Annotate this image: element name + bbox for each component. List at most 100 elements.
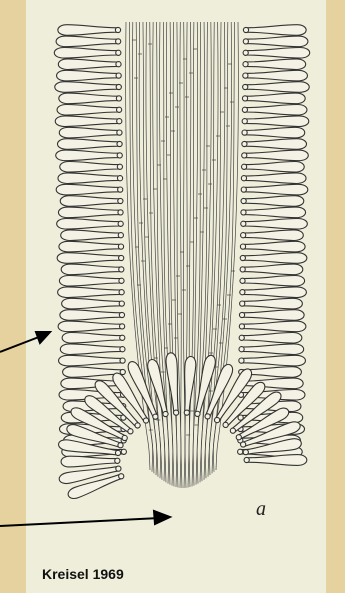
cell-node [239,358,244,363]
cell-node [240,301,245,306]
cell-node [241,442,246,447]
cell-node [240,255,245,260]
cell-node [117,176,122,181]
cell-node [116,96,121,101]
basidium-cell [58,25,118,36]
basidium-cell [62,333,122,344]
figure-caption: Kreisel 1969 [42,566,124,582]
basidium-cell [59,93,119,104]
basidium-cell [55,82,119,93]
basidium-cell [244,196,304,207]
cell-node [242,107,247,112]
basidium-cell [246,36,308,47]
cell-node [118,210,123,215]
basidium-cell [242,333,302,344]
cell-node [243,450,248,455]
cell-node [115,458,120,463]
cell-node [117,107,122,112]
basidium-cell [242,321,306,332]
hypha-strand [177,22,181,488]
cell-node [242,153,247,158]
cell-node [119,278,124,283]
basidium-cell [57,253,121,264]
cell-node [236,435,241,440]
cell-node [244,457,249,462]
cell-node [243,27,248,32]
basidium-cell [59,127,119,138]
cell-node [117,130,122,135]
basidium-cell [58,287,122,298]
basidium-cell [243,241,305,252]
cell-node [120,347,125,352]
cell-node [119,312,124,317]
basidium-cell [245,70,307,81]
cell-node [118,198,123,203]
basidium-cell [246,48,310,59]
basidium-cell [247,455,307,466]
cell-node [195,411,200,416]
cell-node [117,141,122,146]
cell-node [128,429,133,434]
hypha-strand [185,22,187,488]
basidium-cell [241,355,305,366]
cell-node [135,423,140,428]
basidium-cell [60,196,120,207]
hypha-strand [183,22,185,488]
panel-label: a [256,498,266,521]
basidium-cell [60,344,122,355]
basidium-cell [57,105,119,116]
basidium-cell [60,310,122,321]
cell-node [116,39,121,44]
basidium-cell [58,207,120,218]
cell-node [118,233,123,238]
cell-node [121,449,126,454]
cell-node [153,414,158,419]
cell-node [116,50,121,55]
cell-node [243,62,248,67]
cell-node [238,449,243,454]
cell-node [119,301,124,306]
cell-node [119,290,124,295]
basidium-cell [243,253,307,264]
cell-node [240,244,245,249]
cell-node [118,221,123,226]
cell-node [115,27,120,32]
cell-node [243,39,248,44]
cell-node [242,141,247,146]
cell-node [241,176,246,181]
cell-node [239,335,244,340]
cell-node [230,428,235,433]
basidium-cell [55,116,119,127]
basidium-cell [244,184,308,195]
cell-node [239,312,244,317]
cell-node [242,164,247,169]
cell-node [118,244,123,249]
basidium-cell [61,230,121,241]
basidium-cell [245,116,309,127]
cell-node [205,414,210,419]
basidium-cell [245,127,305,138]
cell-node [239,324,244,329]
cell-node [241,210,246,215]
basidium-cell [244,150,308,161]
basidium-cell [61,264,121,275]
cell-node [242,96,247,101]
cell-node [118,187,123,192]
cell-node [120,358,125,363]
cell-node [240,290,245,295]
basidium-cell [59,276,121,287]
cell-node [173,410,178,415]
cell-node [116,466,121,471]
cell-node [117,119,122,124]
cell-node [120,324,125,329]
cell-node [241,198,246,203]
cell-node [119,267,124,272]
cell-node [119,474,124,479]
cell-node [116,73,121,78]
basidium-cell [242,287,306,298]
basidium-cell [241,378,303,389]
cell-node [116,62,121,67]
basidium-cell [62,298,122,309]
basidium-cell [242,310,304,321]
